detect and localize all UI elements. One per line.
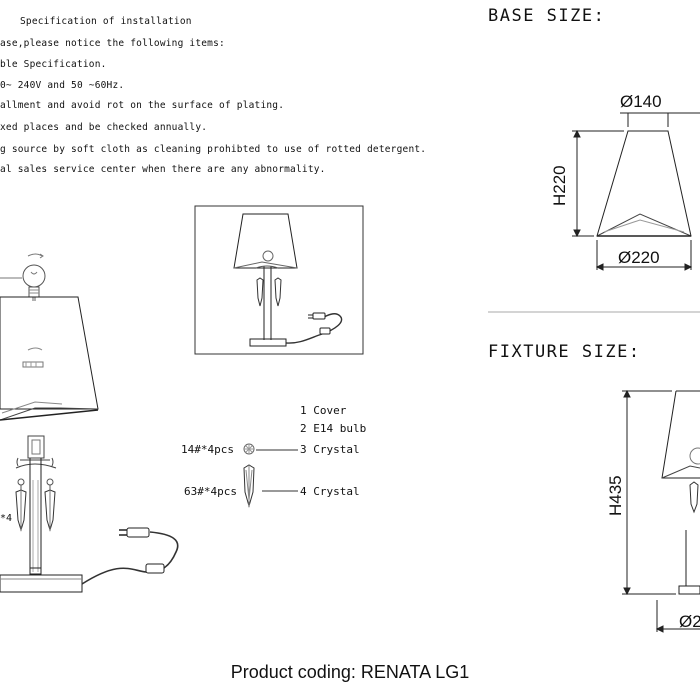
- instruction-line: xed places and be checked annually.: [0, 122, 208, 133]
- crystal-icon: [15, 478, 56, 532]
- stem-icon: [15, 435, 57, 575]
- part-label-bulb: 2 E14 bulb: [300, 422, 367, 435]
- product-coding: Product coding: RENATA LG1: [230, 662, 470, 682]
- instruction-line: al sales service center when there are a…: [0, 164, 326, 175]
- instruction-line: ble Specification.: [0, 59, 107, 70]
- crystal-small-icon: [243, 443, 298, 455]
- base-bottom-diameter-label: Ø220: [618, 248, 660, 267]
- switch-icon: [145, 563, 165, 574]
- base-size-title: BASE SIZE:: [488, 6, 606, 26]
- bulb-icon: [0, 253, 46, 301]
- part-label-cover: 1 Cover: [300, 404, 347, 417]
- part-label-crystal-3: 3 Crystal: [300, 443, 360, 456]
- side-qty-label: *4: [0, 513, 13, 524]
- instruction-line: ase,please notice the following items:: [0, 38, 225, 49]
- fixture-bottom-diameter-label: Ø2: [679, 612, 700, 631]
- exploded-lamp-drawing: [0, 253, 179, 593]
- instruction-line: 0~ 240V and 50 ~60Hz.: [0, 80, 125, 91]
- instruction-line: Specification of installation: [20, 16, 192, 27]
- part-qty-crystal-4: 63#*4pcs: [184, 485, 237, 498]
- fixture-size-title: FIXTURE SIZE:: [488, 342, 641, 362]
- base-icon: [0, 574, 83, 593]
- instruction-line: g source by soft cloth as cleaning prohi…: [0, 144, 427, 155]
- fixture-size-drawing: [622, 389, 700, 633]
- power-cord-icon: [81, 527, 179, 585]
- instruction-line: allment and avoid rot on the surface of …: [0, 100, 285, 111]
- plug-icon: [126, 527, 150, 538]
- shade-icon: [0, 296, 99, 421]
- base-top-diameter-label: Ø140: [620, 92, 662, 111]
- part-qty-crystal-3: 14#*4pcs: [181, 443, 234, 456]
- base-size-drawing: [572, 112, 700, 271]
- crystal-large-icon: [243, 464, 298, 508]
- part-label-crystal-4: 4 Crystal: [300, 485, 360, 498]
- assembled-lamp-drawing: [194, 205, 364, 355]
